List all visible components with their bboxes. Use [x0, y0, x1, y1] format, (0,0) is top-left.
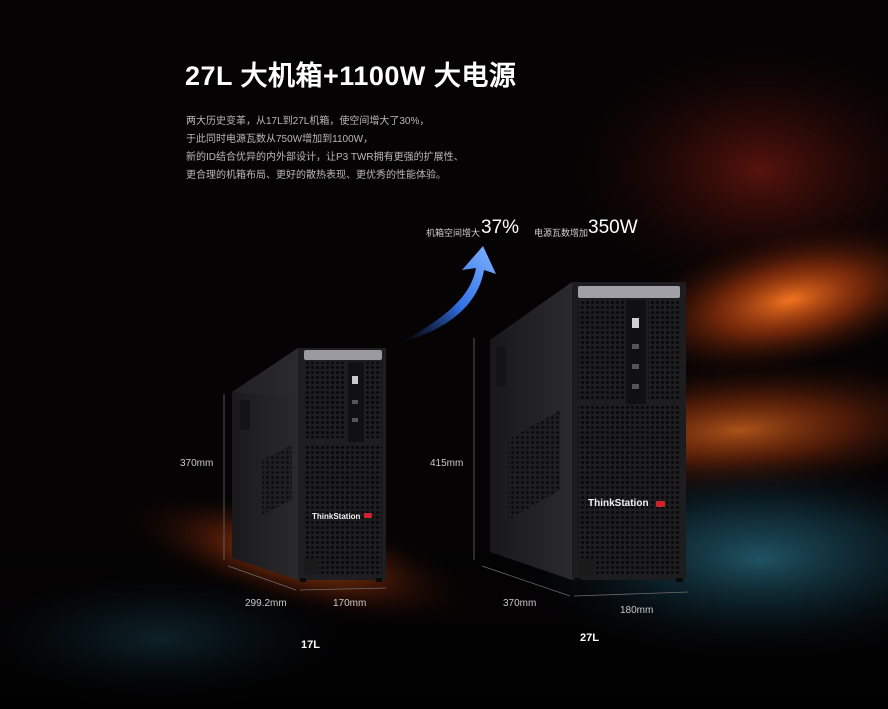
large-width-label: 180mm: [620, 605, 654, 616]
space-increase-value: 37%: [481, 217, 520, 238]
power-increase-label: 电源瓦数增加: [534, 228, 589, 238]
space-increase-label: 机箱空间增大: [426, 228, 481, 238]
description-line-2: 于此同时电源瓦数从750W增加到1100W，: [186, 134, 374, 145]
large-tower-brand: ThinkStation: [588, 498, 649, 509]
large-height-label: 415mm: [430, 458, 464, 469]
description-line-3: 新的ID结合优异的内外部设计，让P3 TWR拥有更强的扩展性、: [186, 152, 464, 163]
large-depth-label: 370mm: [503, 598, 537, 609]
small-capacity-caption: 17L: [301, 639, 320, 651]
page-title: 27L 大机箱+1100W 大电源: [185, 61, 517, 91]
small-tower-brand: ThinkStation: [312, 512, 361, 521]
description-line-4: 更合理的机箱布局、更好的散热表现、更优秀的性能体验。: [186, 170, 446, 181]
small-depth-label: 299.2mm: [245, 598, 287, 609]
large-capacity-caption: 27L: [580, 632, 599, 644]
description-line-1: 两大历史变革，从17L到27L机箱，使空间增大了30%，: [186, 116, 430, 127]
power-increase-value: 350W: [588, 217, 638, 238]
small-width-label: 170mm: [333, 598, 367, 609]
small-height-label: 370mm: [180, 458, 214, 469]
